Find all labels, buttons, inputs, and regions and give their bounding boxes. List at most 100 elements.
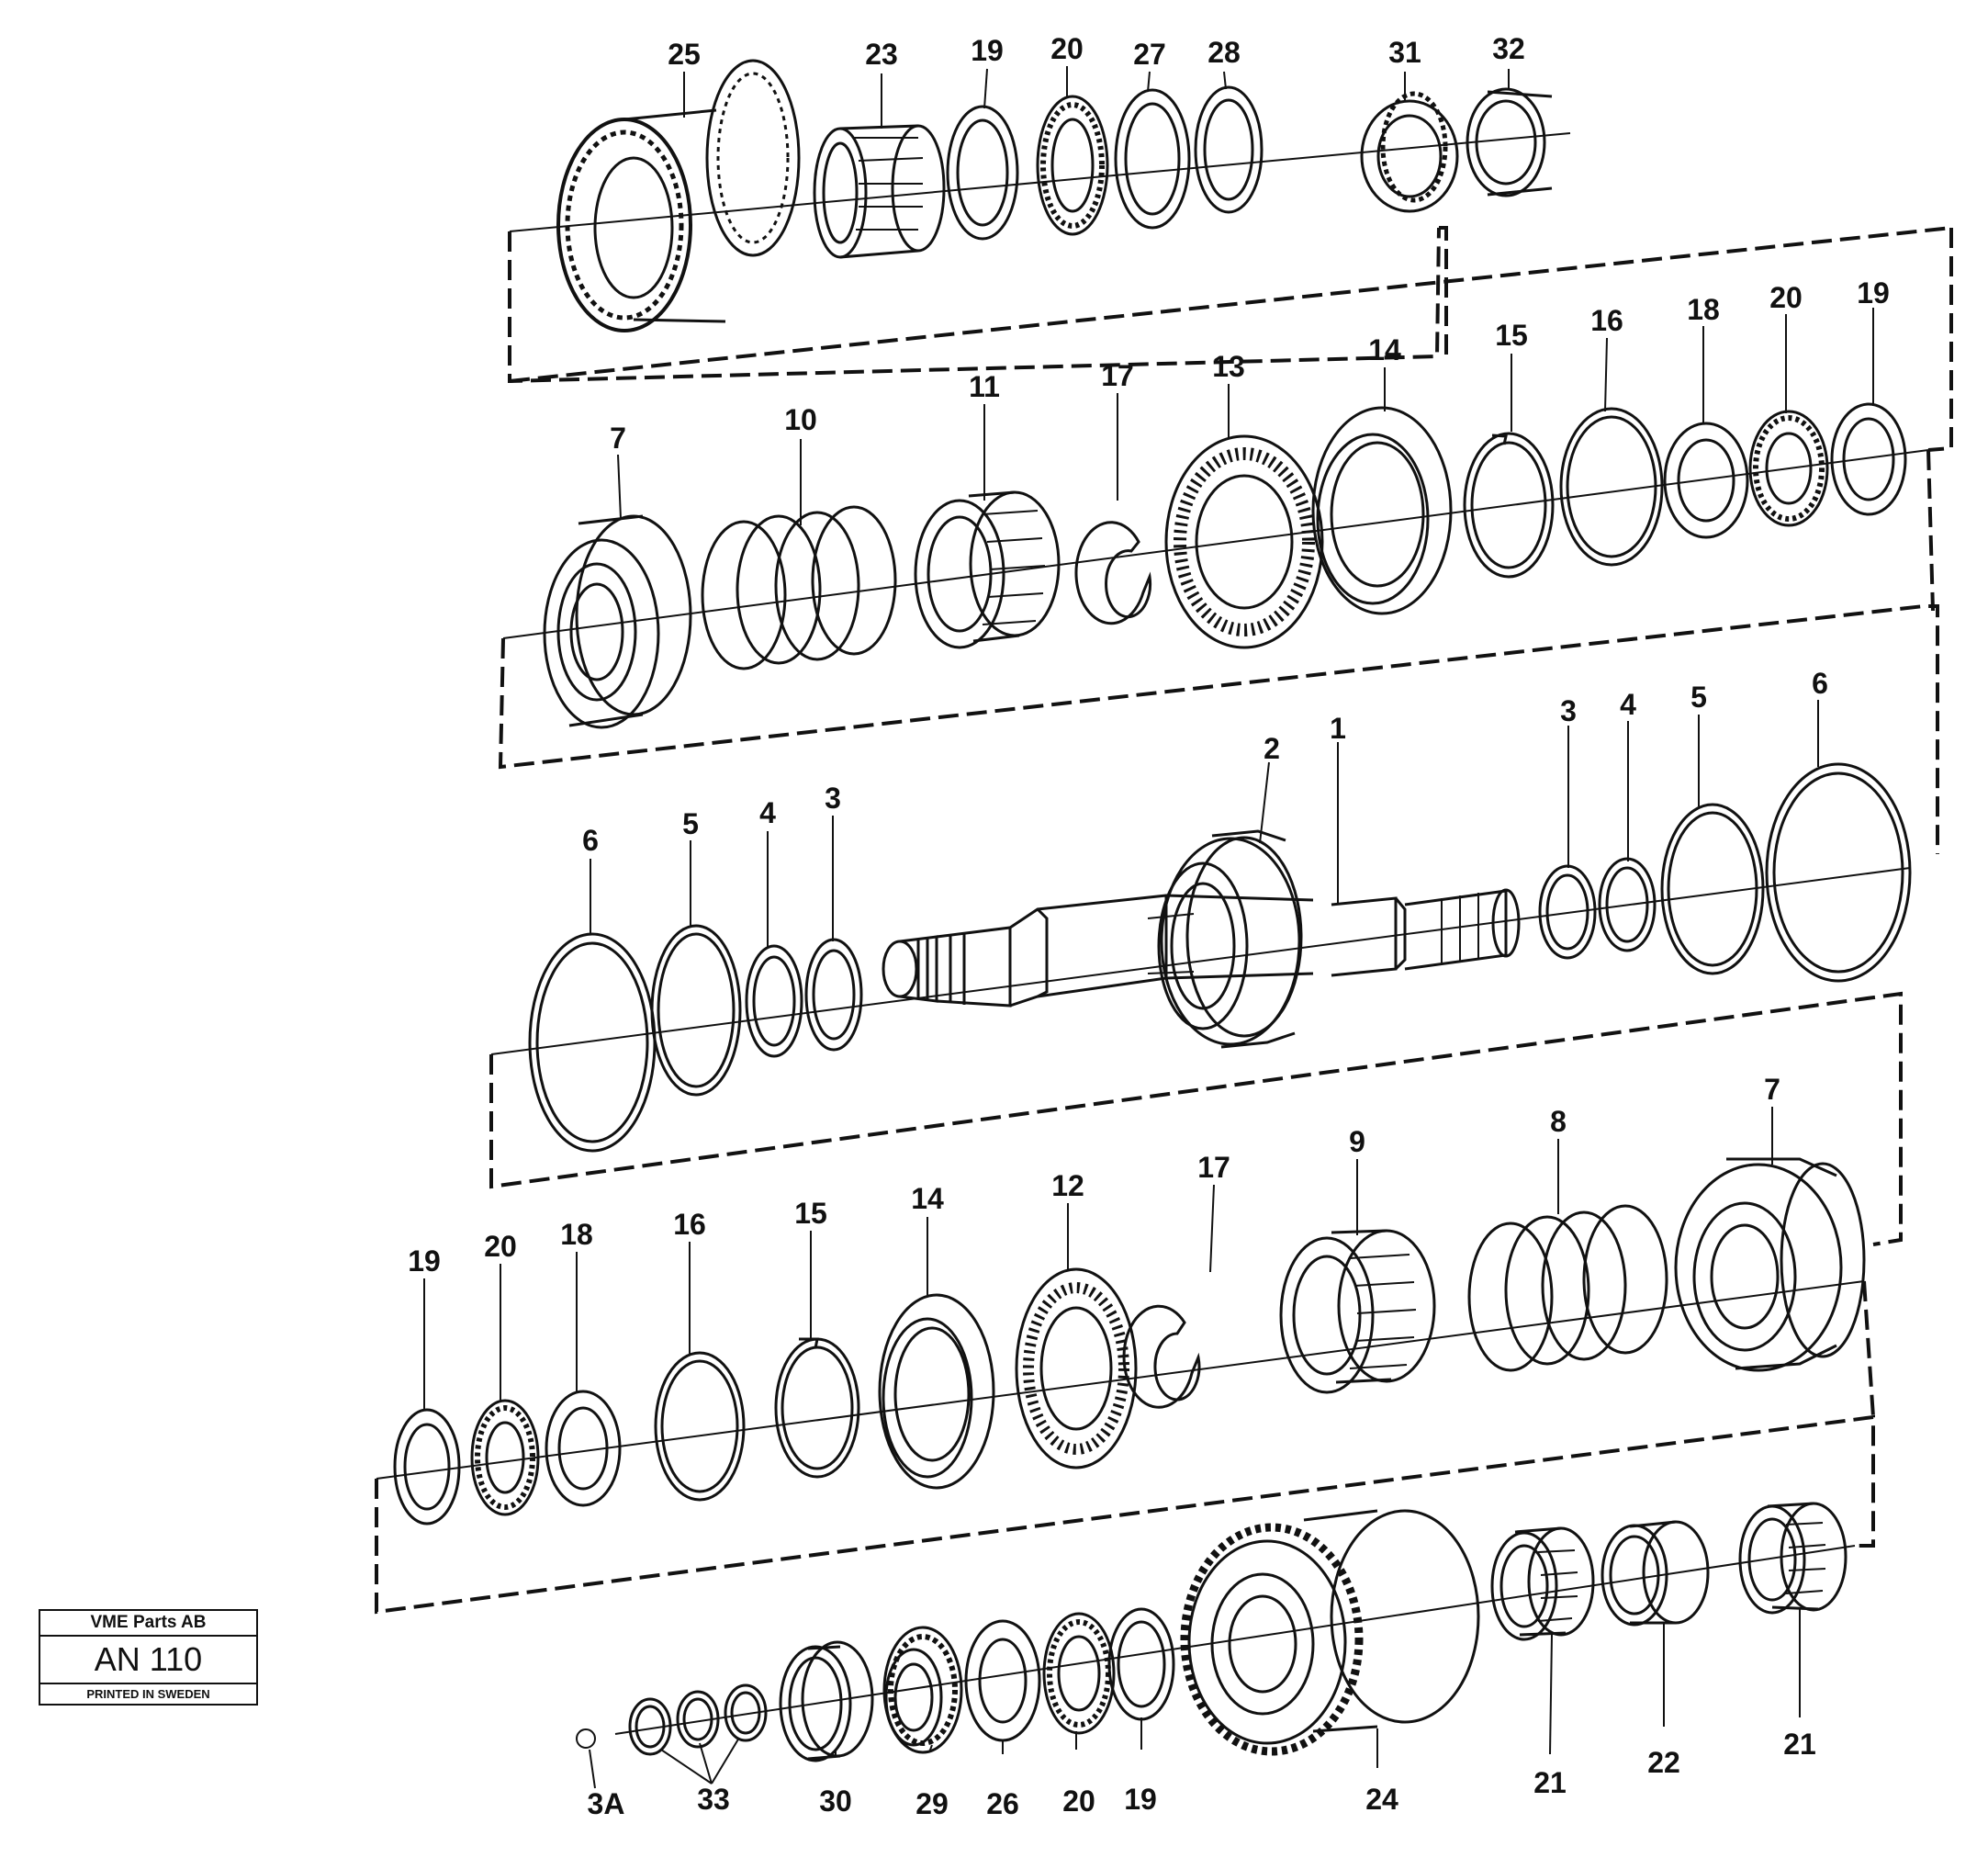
callout-30: 30 bbox=[819, 1785, 852, 1818]
callout-27: 27 bbox=[1133, 38, 1166, 71]
part-1-main-shaft bbox=[882, 888, 1521, 1008]
callout-20: 20 bbox=[1062, 1785, 1095, 1818]
callout-22: 22 bbox=[1647, 1746, 1680, 1779]
callout-5: 5 bbox=[682, 807, 699, 840]
callout-31: 31 bbox=[1388, 36, 1421, 69]
connector-1-2 bbox=[508, 226, 1448, 384]
part-4-ring bbox=[745, 944, 803, 1058]
part-19-washer bbox=[393, 1408, 461, 1526]
part-12-wave-disc bbox=[1015, 1267, 1138, 1469]
part-6-seal-ring-right bbox=[1765, 762, 1912, 983]
part-18-washer bbox=[545, 1390, 622, 1507]
part-26-washer bbox=[964, 1619, 1041, 1742]
part-16-ring bbox=[1559, 407, 1664, 567]
part-23-needle-bearing bbox=[813, 124, 946, 259]
publisher-stamp: VME Parts AB AN 110 PRINTED IN SWEDEN bbox=[39, 1609, 258, 1706]
callout-14: 14 bbox=[1368, 333, 1401, 366]
part-27-washer bbox=[1114, 88, 1191, 230]
part-5-seal-ring-right bbox=[1660, 803, 1765, 975]
part-24-gear-drum bbox=[1180, 1509, 1480, 1756]
part-18-washer bbox=[1663, 422, 1749, 539]
callout-10: 10 bbox=[784, 403, 817, 436]
part-17-snap-ring bbox=[1074, 521, 1152, 625]
part-13-wave-disc bbox=[1164, 434, 1324, 649]
row-5-parts bbox=[576, 1502, 1856, 1762]
part-31-taper-bearing bbox=[1360, 91, 1459, 213]
callout-28: 28 bbox=[1207, 36, 1241, 69]
part-14-pressure-plate bbox=[1311, 406, 1453, 615]
callout-20: 20 bbox=[1050, 32, 1084, 65]
part-33-shims bbox=[628, 1683, 768, 1756]
connector-2-3-top bbox=[1926, 449, 1935, 612]
row-5-axis bbox=[614, 1545, 1856, 1735]
part-5-seal-ring bbox=[650, 924, 742, 1097]
part-3a-ball bbox=[576, 1728, 596, 1749]
part-6-seal-ring bbox=[528, 932, 657, 1153]
connector-1-2-right bbox=[1927, 228, 1953, 452]
part-22-sleeve bbox=[1601, 1520, 1710, 1627]
callout-21: 21 bbox=[1533, 1766, 1567, 1799]
part-20-thrust-bearing bbox=[470, 1399, 540, 1516]
callout-15: 15 bbox=[794, 1197, 827, 1230]
callout-21: 21 bbox=[1783, 1728, 1816, 1761]
callout-15: 15 bbox=[1495, 319, 1528, 352]
part-19-washer bbox=[1107, 1607, 1175, 1721]
callout-7: 7 bbox=[1764, 1073, 1780, 1106]
callout-17: 17 bbox=[1197, 1151, 1230, 1184]
stamp-printed: PRINTED IN SWEDEN bbox=[86, 1687, 210, 1701]
row-2-axis bbox=[502, 449, 1929, 639]
callout-6: 6 bbox=[582, 824, 599, 857]
callout-24: 24 bbox=[1365, 1783, 1398, 1816]
callout-18: 18 bbox=[1687, 293, 1720, 326]
part-32-bearing-cup bbox=[1466, 87, 1553, 197]
part-8-springs bbox=[1467, 1204, 1668, 1372]
callout-26: 26 bbox=[986, 1787, 1019, 1820]
callout-19: 19 bbox=[408, 1244, 441, 1278]
row-1-parts bbox=[509, 59, 1571, 332]
callout-19: 19 bbox=[971, 34, 1004, 67]
part-10-springs bbox=[701, 505, 897, 670]
callout-1: 1 bbox=[1330, 712, 1346, 745]
callout-14: 14 bbox=[911, 1182, 944, 1215]
part-25-gear-drum bbox=[556, 59, 801, 332]
callout-29: 29 bbox=[915, 1787, 949, 1820]
part-17-snap-ring bbox=[1122, 1304, 1201, 1409]
callout-25: 25 bbox=[668, 38, 701, 71]
part-28-washer bbox=[1194, 85, 1264, 214]
callout-32: 32 bbox=[1492, 32, 1525, 65]
connector-1-2-top bbox=[509, 226, 1952, 383]
callout-2: 2 bbox=[1264, 732, 1280, 765]
callout-20: 20 bbox=[484, 1230, 517, 1263]
callout-23: 23 bbox=[865, 38, 898, 71]
part-21-needle-bearing bbox=[1490, 1526, 1595, 1641]
callout-4: 4 bbox=[759, 796, 776, 829]
part-7-piston bbox=[543, 514, 692, 729]
part-20-thrust-bearing bbox=[1748, 410, 1829, 527]
part-19-washer bbox=[1830, 402, 1907, 516]
connector-3-4 bbox=[489, 991, 1903, 1246]
part-15-snap-ring bbox=[1463, 432, 1555, 579]
part-2-clutch-drum bbox=[1147, 829, 1303, 1049]
callout-3: 3 bbox=[1560, 694, 1577, 727]
callout-18: 18 bbox=[560, 1218, 593, 1251]
callout-19: 19 bbox=[1857, 276, 1890, 310]
callout-4: 4 bbox=[1620, 688, 1636, 721]
row-3-axis bbox=[490, 867, 1911, 1055]
callout-3: 3 bbox=[825, 782, 841, 815]
part-11-hub bbox=[914, 490, 1061, 649]
row-4-parts bbox=[376, 1157, 1866, 1526]
part-20-thrust-bearing bbox=[1042, 1612, 1116, 1735]
stamp-company: VME Parts AB bbox=[40, 1611, 256, 1637]
row-2-parts bbox=[502, 402, 1929, 729]
part-9-hub bbox=[1279, 1229, 1436, 1394]
row-3-parts bbox=[490, 762, 1912, 1153]
callout-7: 7 bbox=[610, 422, 626, 455]
callout-8: 8 bbox=[1550, 1105, 1567, 1138]
callout-19: 19 bbox=[1124, 1783, 1157, 1816]
part-16-ring bbox=[654, 1351, 746, 1502]
part-19-washer bbox=[946, 105, 1019, 241]
leader-lines bbox=[423, 66, 1874, 1789]
callout-9: 9 bbox=[1349, 1125, 1365, 1158]
callout-16: 16 bbox=[1590, 304, 1623, 337]
